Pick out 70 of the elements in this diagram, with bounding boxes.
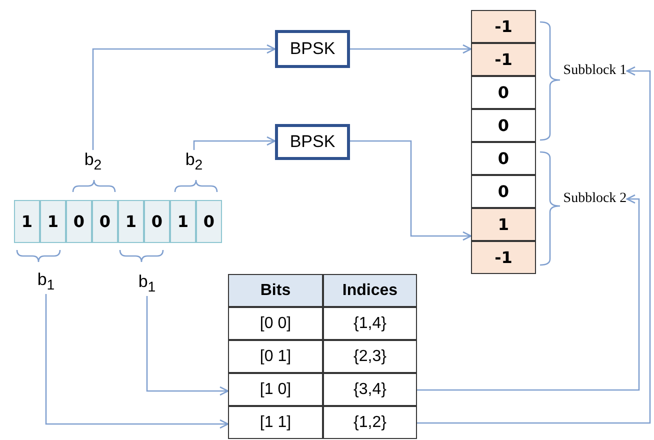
column-header: Indices bbox=[342, 282, 398, 300]
bit-group-label: b$_{2}$ bbox=[84, 150, 102, 174]
table-header-cell bbox=[228, 274, 323, 307]
table-value: {1,2} bbox=[354, 414, 386, 432]
arrow bbox=[146, 296, 229, 396]
table-cell bbox=[228, 406, 323, 439]
bit-group-label: b$_{1}$ bbox=[138, 272, 156, 296]
bit-value: 0 bbox=[203, 212, 215, 231]
bit-cell bbox=[144, 200, 170, 243]
symbol-cell bbox=[471, 109, 536, 142]
table-cell bbox=[228, 340, 323, 373]
table-value: {2,3} bbox=[354, 348, 386, 366]
bit-cell bbox=[66, 200, 92, 243]
symbol-value: 0 bbox=[498, 116, 510, 135]
bit-value: 1 bbox=[21, 212, 33, 231]
symbol-cell bbox=[471, 76, 536, 109]
arrow bbox=[350, 140, 472, 241]
bit-value: 0 bbox=[99, 212, 111, 231]
arrow bbox=[45, 294, 229, 429]
table-cell bbox=[323, 373, 417, 406]
bit-value: 1 bbox=[47, 212, 59, 231]
bit-cell bbox=[118, 200, 144, 243]
bit-value: 1 bbox=[177, 212, 189, 231]
modulator-label: BPSK bbox=[290, 132, 336, 152]
table-value: [0 1] bbox=[260, 348, 292, 366]
symbol-value: 0 bbox=[498, 83, 510, 102]
table-value: [1 1] bbox=[260, 414, 292, 432]
table-cell bbox=[323, 340, 417, 373]
symbol-value: 1 bbox=[498, 215, 510, 234]
symbol-value: 0 bbox=[498, 182, 510, 201]
table-cell bbox=[323, 307, 417, 340]
bit-value: 0 bbox=[151, 212, 163, 231]
bit-cell bbox=[14, 200, 40, 243]
bit-cell bbox=[40, 200, 66, 243]
bit-group-label: b$_{1}$ bbox=[37, 270, 55, 294]
symbol-value: -1 bbox=[494, 17, 512, 36]
bit-value: 1 bbox=[125, 212, 137, 231]
table-value: {3,4} bbox=[354, 380, 386, 398]
modulator-label: BPSK bbox=[290, 39, 336, 59]
symbol-value: 0 bbox=[498, 149, 510, 168]
symbol-value: -1 bbox=[494, 248, 512, 267]
symbol-value: -1 bbox=[494, 50, 512, 69]
arrow bbox=[417, 194, 640, 391]
symbol-cell bbox=[471, 10, 536, 43]
bit-cell bbox=[170, 200, 196, 243]
symbol-cell bbox=[471, 43, 536, 76]
modulator-box bbox=[275, 30, 350, 68]
column-header: Bits bbox=[260, 282, 291, 300]
arrow bbox=[92, 44, 276, 150]
subblock-label: Subblock 2 bbox=[563, 191, 627, 207]
table-cell bbox=[228, 373, 323, 406]
bit-cell bbox=[196, 200, 222, 243]
bit-cell bbox=[92, 200, 118, 243]
table-cell bbox=[323, 406, 417, 439]
modulator-box bbox=[275, 124, 350, 160]
symbol-cell bbox=[471, 208, 536, 241]
table-value: [0 0] bbox=[260, 314, 292, 332]
symbol-cell bbox=[471, 175, 536, 208]
bit-group-label: b$_{2}$ bbox=[185, 150, 203, 174]
symbol-cell bbox=[471, 241, 536, 274]
table-cell bbox=[228, 307, 323, 340]
arrow bbox=[417, 66, 651, 424]
table-value: {1,4} bbox=[354, 314, 386, 332]
bit-value: 0 bbox=[73, 212, 85, 231]
table-header-cell bbox=[323, 274, 417, 307]
arrow bbox=[350, 44, 472, 54]
arrow bbox=[193, 136, 276, 150]
subblock-label: Subblock 1 bbox=[563, 63, 627, 79]
table-value: [1 0] bbox=[260, 380, 292, 398]
symbol-cell bbox=[471, 142, 536, 175]
